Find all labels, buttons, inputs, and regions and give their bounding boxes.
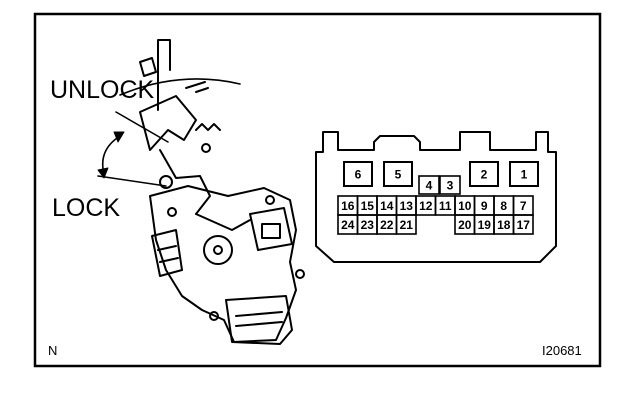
- pin-16-number: 16: [341, 199, 355, 213]
- gear-hub: [213, 245, 223, 255]
- rod-clip: [139, 57, 157, 77]
- pin-9: 9: [473, 195, 495, 216]
- cover-rib: [235, 311, 283, 327]
- actuator-lower-cover: [225, 295, 293, 345]
- pin-24: 24: [337, 214, 359, 235]
- pin-3-box: [439, 175, 461, 195]
- pin-21: 21: [395, 214, 417, 235]
- pin-12-number: 12: [419, 199, 433, 213]
- pin-17: 17: [512, 214, 534, 235]
- pin-7: 7: [512, 195, 534, 216]
- pin-2: 2: [469, 161, 499, 187]
- pin-22-number: 22: [380, 218, 394, 232]
- pin-6-box: [343, 161, 373, 187]
- figure-code: I20681: [542, 343, 582, 358]
- drive-arm: [195, 213, 251, 231]
- connector-wires: [157, 245, 179, 263]
- actuator-connector: [151, 229, 183, 277]
- pin-17-box: [512, 214, 534, 235]
- lever-link: [159, 149, 211, 215]
- actuator-motor: [249, 207, 293, 251]
- bolt-3: [209, 311, 219, 321]
- pin-13-number: 13: [400, 199, 414, 213]
- pin-4-box: [418, 175, 440, 195]
- lock-lever: [139, 95, 197, 151]
- corner-letter: N: [48, 343, 57, 358]
- pin-21-number: 21: [400, 218, 414, 232]
- pin-14: 14: [376, 195, 398, 216]
- lock-rod: [157, 39, 171, 111]
- pin-6: 6: [343, 161, 373, 187]
- pin-23: 23: [356, 214, 378, 235]
- pin-22: 22: [376, 214, 398, 235]
- pin-3-number: 3: [447, 179, 454, 193]
- pin-2-box: [469, 161, 499, 187]
- unlock-label: UNLOCK: [50, 76, 155, 104]
- pin-5-box: [383, 161, 413, 187]
- pin-9-number: 9: [481, 199, 488, 213]
- arrowhead-top: [113, 131, 125, 143]
- cable-end: [185, 81, 209, 93]
- pin-14-number: 14: [380, 199, 394, 213]
- pin-5: 5: [383, 161, 413, 187]
- pin-11-number: 11: [439, 199, 452, 213]
- pin-13: 13: [395, 195, 417, 216]
- pin-4-number: 4: [426, 179, 433, 193]
- pin-12: 12: [415, 195, 437, 216]
- pin-18: 18: [493, 214, 515, 235]
- cable: [119, 78, 241, 96]
- pin-18-number: 18: [497, 218, 511, 232]
- pin-8: 8: [493, 195, 515, 216]
- actuator-housing: [149, 185, 297, 343]
- lock-position-line: [97, 175, 167, 187]
- pin-20-number: 20: [458, 218, 472, 232]
- pin-19-number: 19: [478, 218, 492, 232]
- pin-15: 15: [356, 195, 378, 216]
- pin-7-number: 7: [520, 199, 527, 213]
- arrowhead-bottom: [97, 167, 109, 179]
- motor-terminal: [261, 223, 281, 239]
- lever-pivot: [159, 175, 173, 189]
- pin-8-number: 8: [500, 199, 507, 213]
- pin-11: 11: [434, 195, 456, 216]
- connector-top-row: 6 5 2 1: [343, 161, 539, 187]
- pin-2-number: 2: [481, 168, 488, 182]
- pin-21-box: [395, 214, 417, 235]
- pin-15-number: 15: [361, 199, 375, 213]
- bolt-4: [167, 207, 177, 217]
- pin-10: 10: [454, 195, 476, 216]
- pin-24-number: 24: [341, 218, 355, 232]
- figure-frame: [33, 12, 602, 368]
- pin-17-number: 17: [517, 218, 531, 232]
- bolt-1: [265, 195, 275, 205]
- pin-20: 20: [454, 214, 476, 235]
- pin-6-number: 6: [355, 168, 362, 182]
- pin-1-number: 1: [521, 168, 528, 182]
- lock-label: LOCK: [52, 194, 120, 222]
- pin-3: 3: [439, 175, 461, 195]
- pin-1-box: [509, 161, 539, 187]
- bolt-2: [295, 269, 305, 279]
- lever-pivot-small: [201, 143, 211, 153]
- pin-16: 16: [337, 195, 359, 216]
- pin-5-number: 5: [395, 168, 402, 182]
- connector-outline: [315, 131, 557, 263]
- pin-10-number: 10: [458, 199, 472, 213]
- gear-large: [203, 235, 233, 265]
- unlock-position-line: [115, 111, 169, 143]
- pin-4: 4: [418, 175, 440, 195]
- pin-1: 1: [509, 161, 539, 187]
- door-lock-actuator-drawing: [97, 39, 305, 345]
- pin-19: 19: [473, 214, 495, 235]
- spring: [195, 123, 221, 131]
- pin-23-number: 23: [361, 218, 375, 232]
